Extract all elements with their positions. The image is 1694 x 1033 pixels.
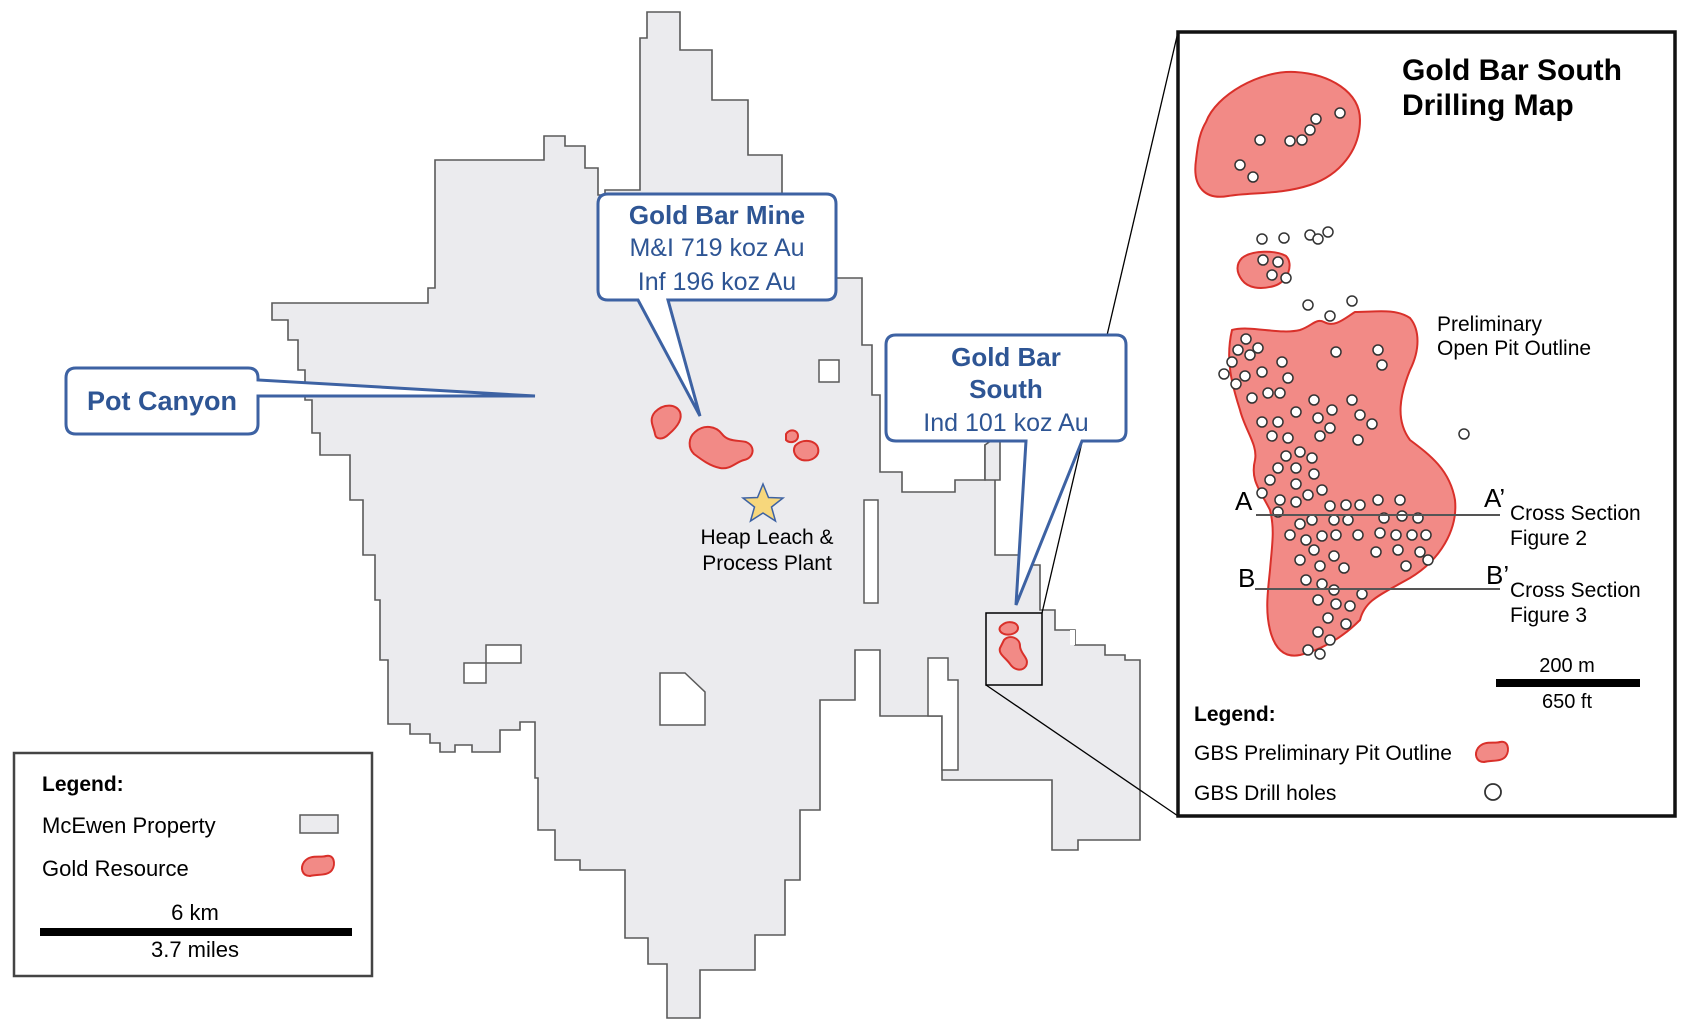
section-a-label-line2: Figure 2 [1510,527,1587,550]
mcewen-property [271,11,1141,1019]
pit-swatch-icon [1475,740,1509,764]
main-legend-title: Legend: [42,773,124,796]
locator-line-bottom [985,684,1179,817]
section-b-start: B [1238,563,1255,593]
callout-gold-bar-south-title-line2: South [969,374,1043,404]
gbs-scale-top: 200 m [1539,655,1595,677]
main-legend: Legend: McEwen Property Gold Resource 6 … [12,751,374,978]
gbs-legend-item-pit: GBS Preliminary Pit Outline [1194,742,1452,765]
gbs-pit-label-line2: Open Pit Outline [1437,337,1591,360]
gbs-legend-item-drill: GBS Drill holes [1194,782,1336,805]
plant-marker: Heap Leach & Process Plant [700,482,834,575]
property-hole [927,657,959,771]
callout-gold-bar-mine-title: Gold Bar Mine [629,200,805,230]
gold-resource-small [792,440,820,462]
drill-hole-icon [1484,783,1502,801]
gbs-inset: Gold Bar South Drilling Map Preliminary … [1176,30,1677,818]
gold-resource-gbs [998,621,1020,636]
gbs-inset-title-line1: Gold Bar South [1402,54,1622,87]
gbs-legend-title: Legend: [1194,703,1276,726]
gbs-drill-holes [1218,107,1470,660]
callout-pot-canyon: Pot Canyon [64,366,536,436]
inset-locator [985,31,1179,817]
gbs-scale-bottom: 650 ft [1542,691,1592,713]
section-a-end: A’ [1484,483,1505,513]
callout-gold-bar-south-title-line1: Gold Bar [951,342,1061,372]
main-legend-item-resource: Gold Resource [42,856,189,881]
section-b-end: B’ [1486,560,1509,590]
gbs-inset-title-line2: Drilling Map [1402,89,1574,122]
gold-resource-gbs [998,636,1028,671]
locator-box [985,612,1043,686]
gold-resources [650,404,1028,671]
section-b-label-line2: Figure 3 [1510,604,1587,627]
property-swatch-icon [299,814,339,834]
property-hole [463,644,522,684]
property-hole [1070,630,1075,645]
star-icon [740,482,786,523]
callout-gold-bar-south: Gold Bar South Ind 101 koz Au [884,333,1128,606]
main-legend-scale-top: 6 km [171,900,219,925]
callout-pot-canyon-box [64,366,536,436]
callout-gold-bar-mine-line2: Inf 196 koz Au [638,268,796,296]
section-a-start: A [1235,486,1253,516]
callout-gold-bar-mine-line1: M&I 719 koz Au [629,234,804,262]
gold-resource-gold-bar-mine [688,426,754,470]
main-legend-scale-bar [40,928,352,936]
section-b-label-line1: Cross Section [1510,579,1641,602]
section-a-label-line1: Cross Section [1510,502,1641,525]
gbs-scale-bar [1496,679,1640,687]
locator-line-top [1041,31,1179,614]
plant-label-line2: Process Plant [702,552,832,575]
plant-label-line1: Heap Leach & [700,526,833,549]
callout-gold-bar-south-line1: Ind 101 koz Au [923,409,1088,437]
main-legend-scale-bottom: 3.7 miles [151,937,239,962]
resource-swatch-icon [301,854,335,878]
gbs-pit-label-line1: Preliminary [1437,313,1543,336]
property-hole [659,672,706,726]
callout-gold-bar-mine-box [596,192,838,417]
property-hole [863,499,879,604]
gold-resource-small [785,429,800,444]
gold-resource-pot-canyon [650,404,682,440]
callout-gold-bar-mine: Gold Bar Mine M&I 719 koz Au Inf 196 koz… [596,192,838,417]
callout-pot-canyon-title: Pot Canyon [87,386,237,416]
main-legend-item-property: McEwen Property [42,813,216,838]
callout-gold-bar-south-box [884,333,1128,606]
property-hole [818,359,840,383]
property-outline [271,11,1141,1019]
